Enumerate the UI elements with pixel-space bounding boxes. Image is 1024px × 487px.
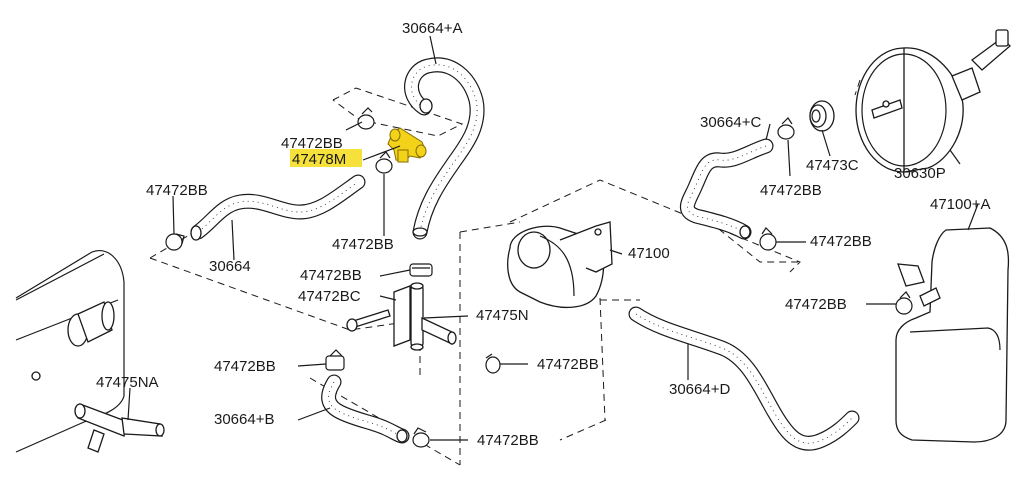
grommet-47473c[interactable] — [809, 100, 835, 132]
label-clamp-bottom[interactable]: 47472BB — [477, 432, 539, 449]
label-clamp-mid-right[interactable]: 47472BB — [810, 233, 872, 250]
label-valve-highlighted[interactable]: 47478M — [292, 151, 346, 168]
valve-47478m-highlighted[interactable] — [387, 127, 427, 163]
label-canister-ref[interactable]: 47100+A — [930, 196, 990, 213]
hose-30664-c[interactable] — [679, 138, 774, 240]
label-highlight — [290, 149, 362, 167]
clamp-bottom[interactable] — [412, 427, 430, 448]
clamp-center-mid[interactable] — [409, 263, 433, 277]
clamp-center-lower[interactable] — [325, 349, 345, 371]
label-hose-bottom[interactable]: 30664+B — [214, 411, 274, 428]
connector-47475na[interactable] — [74, 403, 165, 453]
clamp-right-of-tee[interactable] — [485, 353, 501, 374]
label-clamp-center-upper[interactable]: 47472BB — [332, 236, 394, 253]
clamp-left[interactable] — [165, 233, 185, 251]
label-clamp-center-lower[interactable]: 47472BB — [214, 358, 276, 375]
clamp-upper-right[interactable] — [777, 117, 795, 140]
label-booster[interactable]: 30630P — [894, 165, 946, 182]
label-connector-left[interactable]: 47475NA — [96, 374, 159, 391]
hose-30664-a[interactable] — [404, 57, 485, 240]
clamp-lower-right[interactable] — [895, 291, 913, 315]
label-clamp-top-left[interactable]: 47472BB — [281, 135, 343, 152]
clamp-mid-right[interactable] — [759, 227, 777, 251]
label-hose-left[interactable]: 30664 — [209, 258, 251, 275]
label-tee-connector[interactable]: 47475N — [476, 307, 529, 324]
reservoir-47100-a[interactable] — [895, 227, 1010, 443]
brake-booster-30630p[interactable] — [855, 29, 1011, 173]
canister-47100[interactable] — [507, 221, 613, 309]
label-hose-upper-right[interactable]: 30664+C — [700, 114, 761, 131]
clamp-center-upper[interactable] — [375, 151, 393, 174]
engine-block-outline — [15, 250, 125, 453]
label-clamp-left[interactable]: 47472BB — [146, 182, 208, 199]
leader-lines — [127, 35, 979, 441]
label-grommet[interactable]: 47473C — [806, 157, 859, 174]
hose-30664-d[interactable] — [628, 306, 860, 451]
label-clamp-right-of-tee[interactable]: 47472BB — [537, 356, 599, 373]
label-clamp-upper-right[interactable]: 47472BB — [760, 182, 822, 199]
label-bolt-center[interactable]: 47472BC — [298, 288, 361, 305]
label-hose-lower-right[interactable]: 30664+D — [669, 381, 730, 398]
label-clamp-lower-right[interactable]: 47472BB — [785, 296, 847, 313]
label-canister[interactable]: 47100 — [628, 245, 670, 262]
hose-30664[interactable] — [190, 174, 366, 241]
dashed-assembly-lines — [149, 79, 861, 466]
part-labels: 30664+A 47472BB 47478M 47472BB 30664 474… — [96, 20, 990, 449]
label-hose-top[interactable]: 30664+A — [402, 20, 462, 37]
bolt-47472bc[interactable] — [346, 309, 391, 332]
tee-connector-47475n[interactable] — [393, 282, 457, 351]
hose-30664-b[interactable] — [321, 374, 410, 444]
label-clamp-center-mid[interactable]: 47472BB — [300, 267, 362, 284]
clamp-top-left[interactable] — [357, 107, 375, 130]
